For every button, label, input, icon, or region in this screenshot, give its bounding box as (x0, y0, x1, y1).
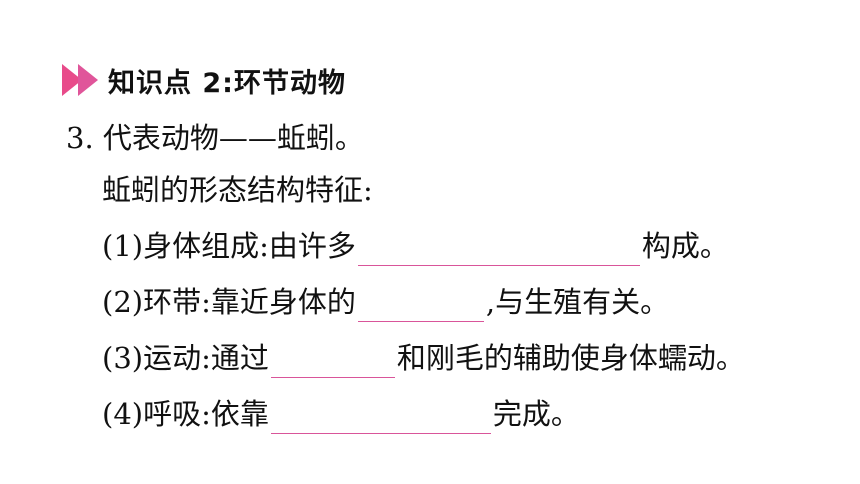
question-title: 3. 代表动物——蚯蚓。 (66, 118, 364, 158)
fill-item-1: (1)身体组成:由许多 构成。 (102, 226, 729, 266)
answer-blank[interactable] (270, 399, 491, 434)
item-suffix: ,与生殖有关。 (485, 285, 670, 319)
question-number-line: 3. 代表动物——蚯蚓。 (66, 121, 364, 155)
item-prefix: (2)环带:靠近身体的 (102, 285, 356, 319)
fill-item-4: (4)呼吸:依靠 完成。 (102, 394, 580, 434)
answer-blank[interactable] (357, 287, 484, 322)
item-prefix: (1)身体组成:由许多 (102, 229, 356, 263)
answer-blank[interactable] (270, 343, 395, 378)
arrow-icon (62, 64, 82, 96)
intro-text: 蚯蚓的形态结构特征: (102, 173, 373, 207)
section-heading: 知识点 2:环节动物 (62, 58, 346, 102)
question-intro: 蚯蚓的形态结构特征: (102, 170, 373, 210)
item-suffix: 构成。 (641, 229, 729, 263)
fill-item-2: (2)环带:靠近身体的 ,与生殖有关。 (102, 282, 669, 322)
item-suffix: 和刚毛的辅助使身体蠕动。 (396, 341, 745, 375)
item-prefix: (4)呼吸:依靠 (102, 397, 269, 431)
double-arrow-icon (62, 64, 98, 96)
item-prefix: (3)运动:通过 (102, 341, 269, 375)
item-suffix: 完成。 (492, 397, 580, 431)
fill-item-3: (3)运动:通过 和刚毛的辅助使身体蠕动。 (102, 338, 745, 378)
arrow-icon (78, 64, 98, 96)
heading-text: 知识点 2:环节动物 (108, 67, 346, 99)
answer-blank[interactable] (357, 231, 640, 266)
